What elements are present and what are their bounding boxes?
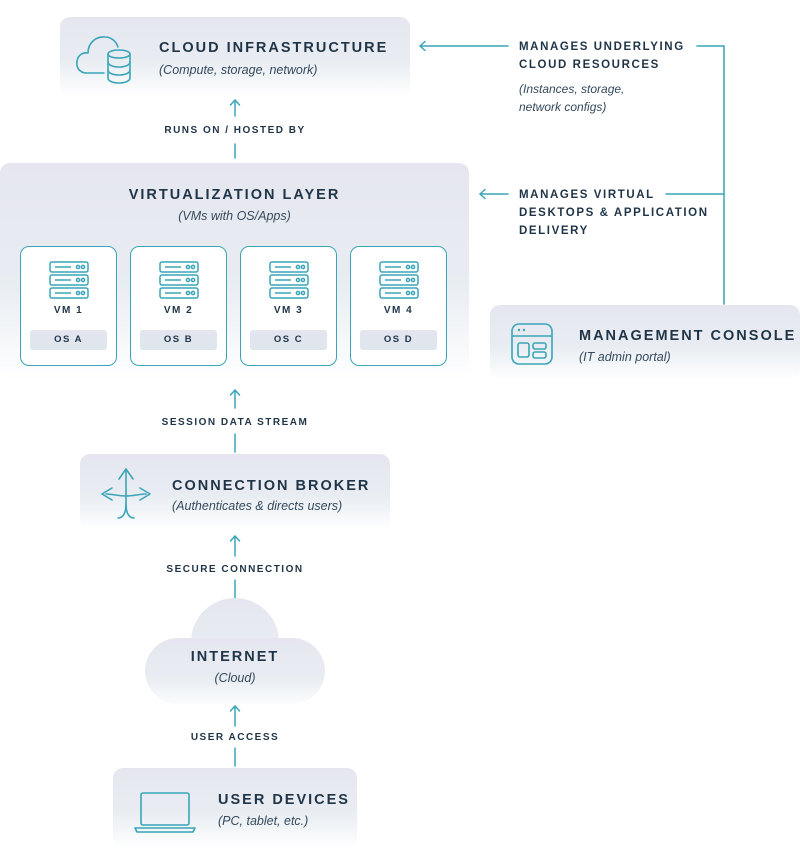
internet-title: INTERNET — [190, 649, 280, 665]
os-badge: OS B — [140, 330, 217, 350]
browser-window-icon — [511, 323, 553, 365]
internet-cloud-shape — [145, 598, 325, 704]
os-badge: OS C — [250, 330, 327, 350]
server-rack-icon — [269, 261, 309, 299]
os-badge: OS D — [360, 330, 437, 350]
note-line: MANAGES UNDERLYING — [519, 41, 685, 53]
vm-label: VM 4 — [383, 305, 414, 316]
cloud-infrastructure-subtitle: (Compute, storage, network) — [159, 63, 318, 77]
user-devices-title: USER DEVICES — [218, 792, 350, 808]
note-sub-line: network configs) — [519, 100, 607, 114]
vm-card: VM 4 OS D — [350, 246, 447, 366]
vm-card: VM 1 OS A — [20, 246, 117, 366]
vm-label: VM 3 — [273, 305, 304, 316]
split-arrows-icon — [101, 468, 151, 519]
manages-cloud-note-sub: (Instances, storage, network configs) — [519, 80, 624, 116]
laptop-icon — [134, 792, 196, 833]
note-line: CLOUD RESOURCES — [519, 59, 660, 71]
os-badge: OS A — [30, 330, 107, 350]
management-console-box: MANAGEMENT CONSOLE (IT admin portal) — [490, 305, 800, 380]
server-rack-icon — [379, 261, 419, 299]
vm-label: VM 1 — [53, 305, 84, 316]
internet-subtitle: (Cloud) — [214, 671, 256, 685]
management-console-subtitle: (IT admin portal) — [579, 350, 671, 364]
manages-virtual-note: MANAGES VIRTUAL DESKTOPS & APPLICATION D… — [519, 186, 709, 240]
note-line: MANAGES VIRTUAL — [519, 189, 655, 201]
note-line: DELIVERY — [519, 225, 589, 237]
connection-broker-box: CONNECTION BROKER (Authenticates & direc… — [80, 454, 390, 530]
vm-card: VM 2 OS B — [130, 246, 227, 366]
server-rack-icon — [159, 261, 199, 299]
note-sub-line: (Instances, storage, — [519, 82, 625, 96]
cloud-database-icon — [76, 36, 131, 84]
note-line: DESKTOPS & APPLICATION — [519, 207, 709, 219]
session-data-stream-label: SESSION DATA STREAM — [161, 417, 309, 428]
runs-on-label: RUNS ON / HOSTED BY — [164, 125, 306, 136]
user-access-label: USER ACCESS — [190, 732, 280, 743]
management-console-title: MANAGEMENT CONSOLE — [579, 328, 797, 344]
user-devices-subtitle: (PC, tablet, etc.) — [218, 814, 309, 828]
manages-cloud-note: MANAGES UNDERLYING CLOUD RESOURCES — [519, 38, 685, 74]
secure-connection-label: SECURE CONNECTION — [166, 564, 304, 575]
server-rack-icon — [49, 261, 89, 299]
cloud-infrastructure-title: CLOUD INFRASTRUCTURE — [159, 40, 389, 56]
connection-broker-subtitle: (Authenticates & directs users) — [172, 499, 343, 513]
virtualization-layer-title: VIRTUALIZATION LAYER — [128, 187, 341, 203]
virtualization-layer-subtitle: (VMs with OS/Apps) — [178, 209, 291, 223]
vm-label: VM 2 — [163, 305, 194, 316]
connection-broker-title: CONNECTION BROKER — [172, 478, 371, 494]
user-devices-box: USER DEVICES (PC, tablet, etc.) — [113, 768, 357, 848]
cloud-infrastructure-box: CLOUD INFRASTRUCTURE (Compute, storage, … — [60, 17, 410, 97]
vm-card: VM 3 OS C — [240, 246, 337, 366]
